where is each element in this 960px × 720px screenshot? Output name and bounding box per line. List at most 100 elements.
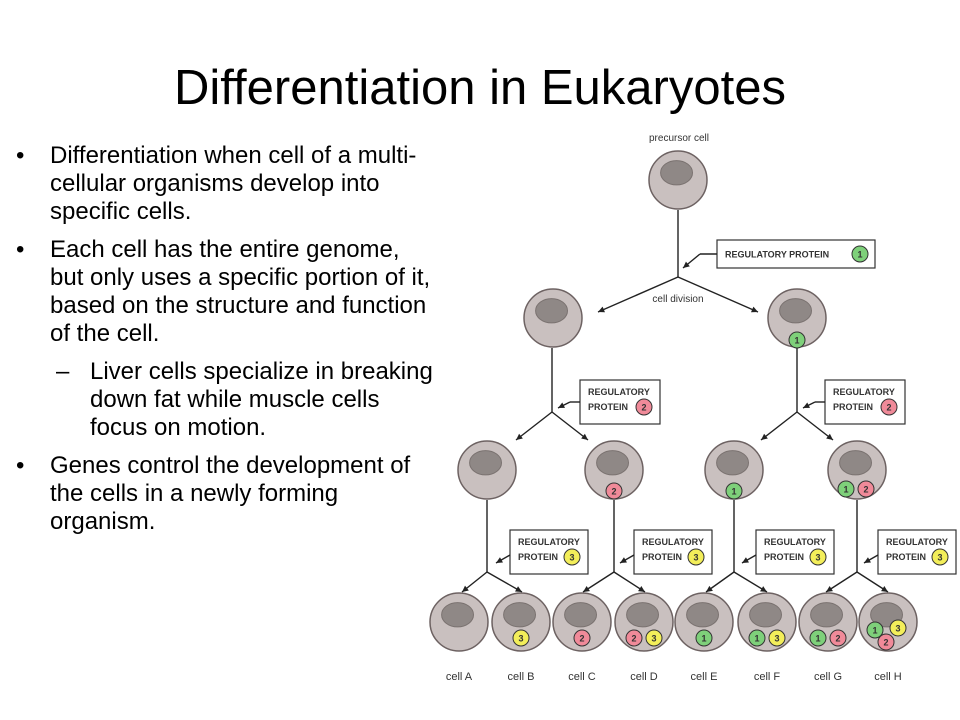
protein-marker: 1 bbox=[809, 629, 827, 647]
precursor-cell-label: precursor cell bbox=[649, 133, 709, 144]
regulatory-protein-label: REGULATORY bbox=[588, 387, 650, 397]
protein-marker: 2 bbox=[829, 629, 847, 647]
nucleus bbox=[503, 602, 536, 628]
marker-circle bbox=[768, 629, 786, 647]
protein-marker: 3 bbox=[889, 619, 907, 637]
regulatory-protein-label: REGULATORY bbox=[518, 537, 580, 547]
nucleus bbox=[564, 602, 597, 628]
nucleus bbox=[660, 160, 693, 186]
marker-circle bbox=[866, 621, 884, 639]
regulatory-protein-label: REGULATORY bbox=[833, 387, 895, 397]
nucleus bbox=[839, 450, 872, 476]
nucleus bbox=[749, 602, 782, 628]
cell bbox=[429, 592, 489, 652]
marker-circle bbox=[635, 398, 653, 416]
marker-circle bbox=[695, 629, 713, 647]
marker-number: 3 bbox=[774, 634, 779, 644]
nucleus bbox=[626, 602, 659, 628]
cell bbox=[614, 592, 674, 652]
marker-number: 3 bbox=[569, 553, 574, 563]
cell-label: cell D bbox=[630, 671, 658, 683]
regulatory-protein-label: REGULATORY bbox=[764, 537, 826, 547]
nucleus bbox=[441, 602, 474, 628]
marker-circle bbox=[829, 629, 847, 647]
nucleus bbox=[810, 602, 843, 628]
bullet-text: Differentiation when cell of a multi-cel… bbox=[50, 142, 417, 225]
arrow-head bbox=[881, 586, 888, 592]
protein-marker: 3 bbox=[809, 548, 827, 566]
regulatory-protein-label: PROTEIN bbox=[588, 402, 628, 412]
protein-marker: 3 bbox=[768, 629, 786, 647]
marker-number: 1 bbox=[794, 336, 799, 346]
cell-label: cell A bbox=[446, 671, 473, 683]
regulatory-protein-label: PROTEIN bbox=[886, 552, 926, 562]
bullet-text: Liver cells specialize in breaking down … bbox=[90, 358, 433, 441]
protein-marker: 1 bbox=[695, 629, 713, 647]
arrow-head bbox=[683, 261, 690, 268]
marker-number: 3 bbox=[815, 553, 820, 563]
bullet-item: •Genes control the development of the ce… bbox=[12, 452, 437, 536]
cell bbox=[457, 440, 517, 500]
marker-number: 2 bbox=[883, 638, 888, 648]
regulatory-protein-label: PROTEIN bbox=[764, 552, 804, 562]
dash-mark: – bbox=[56, 358, 70, 385]
sub-bullet-item: –Liver cells specialize in breaking down… bbox=[12, 358, 437, 442]
regulatory-protein-label: REGULATORY bbox=[642, 537, 704, 547]
protein-marker: 1 bbox=[866, 621, 884, 639]
marker-circle bbox=[809, 629, 827, 647]
marker-number: 1 bbox=[857, 250, 862, 260]
protein-marker: 3 bbox=[687, 548, 705, 566]
cell-label: cell B bbox=[508, 671, 535, 683]
marker-circle bbox=[725, 482, 743, 500]
protein-marker: 3 bbox=[931, 548, 949, 566]
arrow-head bbox=[638, 586, 645, 592]
regulatory-protein-label: PROTEIN bbox=[642, 552, 682, 562]
cell bbox=[737, 592, 797, 652]
marker-number: 2 bbox=[611, 487, 616, 497]
marker-number: 3 bbox=[693, 553, 698, 563]
protein-marker: 2 bbox=[880, 398, 898, 416]
arrow-head bbox=[583, 586, 590, 592]
marker-circle bbox=[563, 548, 581, 566]
arrow-head bbox=[496, 557, 503, 563]
arrow-head bbox=[742, 557, 749, 563]
marker-circle bbox=[573, 629, 591, 647]
cell bbox=[704, 440, 764, 500]
cell bbox=[674, 592, 734, 652]
cell-label: cell G bbox=[814, 671, 842, 683]
nucleus bbox=[596, 450, 629, 476]
marker-circle bbox=[880, 398, 898, 416]
bullet-item: •Each cell has the entire genome, but on… bbox=[12, 236, 437, 348]
arrow-line bbox=[760, 411, 798, 441]
protein-marker: 1 bbox=[748, 629, 766, 647]
cell-division-label: cell division bbox=[652, 294, 703, 305]
marker-number: 1 bbox=[872, 626, 877, 636]
marker-number: 2 bbox=[631, 634, 636, 644]
marker-number: 2 bbox=[886, 403, 891, 413]
protein-marker: 1 bbox=[837, 480, 855, 498]
marker-circle bbox=[857, 480, 875, 498]
arrow-head bbox=[803, 402, 810, 408]
marker-number: 3 bbox=[518, 634, 523, 644]
marker-circle bbox=[512, 629, 530, 647]
marker-circle bbox=[877, 633, 895, 651]
cell bbox=[798, 592, 858, 652]
marker-circle bbox=[851, 245, 869, 263]
protein-marker: 2 bbox=[877, 633, 895, 651]
marker-number: 1 bbox=[731, 487, 736, 497]
arrow-head bbox=[864, 557, 871, 563]
arrow-line bbox=[551, 411, 589, 441]
arrow-head bbox=[462, 585, 469, 592]
marker-number: 3 bbox=[895, 624, 900, 634]
arrow-head bbox=[826, 586, 833, 592]
protein-marker: 2 bbox=[635, 398, 653, 416]
cell bbox=[648, 150, 708, 210]
marker-circle bbox=[645, 629, 663, 647]
arrow-line bbox=[597, 276, 679, 313]
arrow-line bbox=[677, 276, 759, 313]
arrow-head bbox=[516, 433, 523, 440]
protein-marker: 2 bbox=[573, 629, 591, 647]
arrow-head bbox=[558, 402, 565, 408]
marker-circle bbox=[625, 629, 643, 647]
